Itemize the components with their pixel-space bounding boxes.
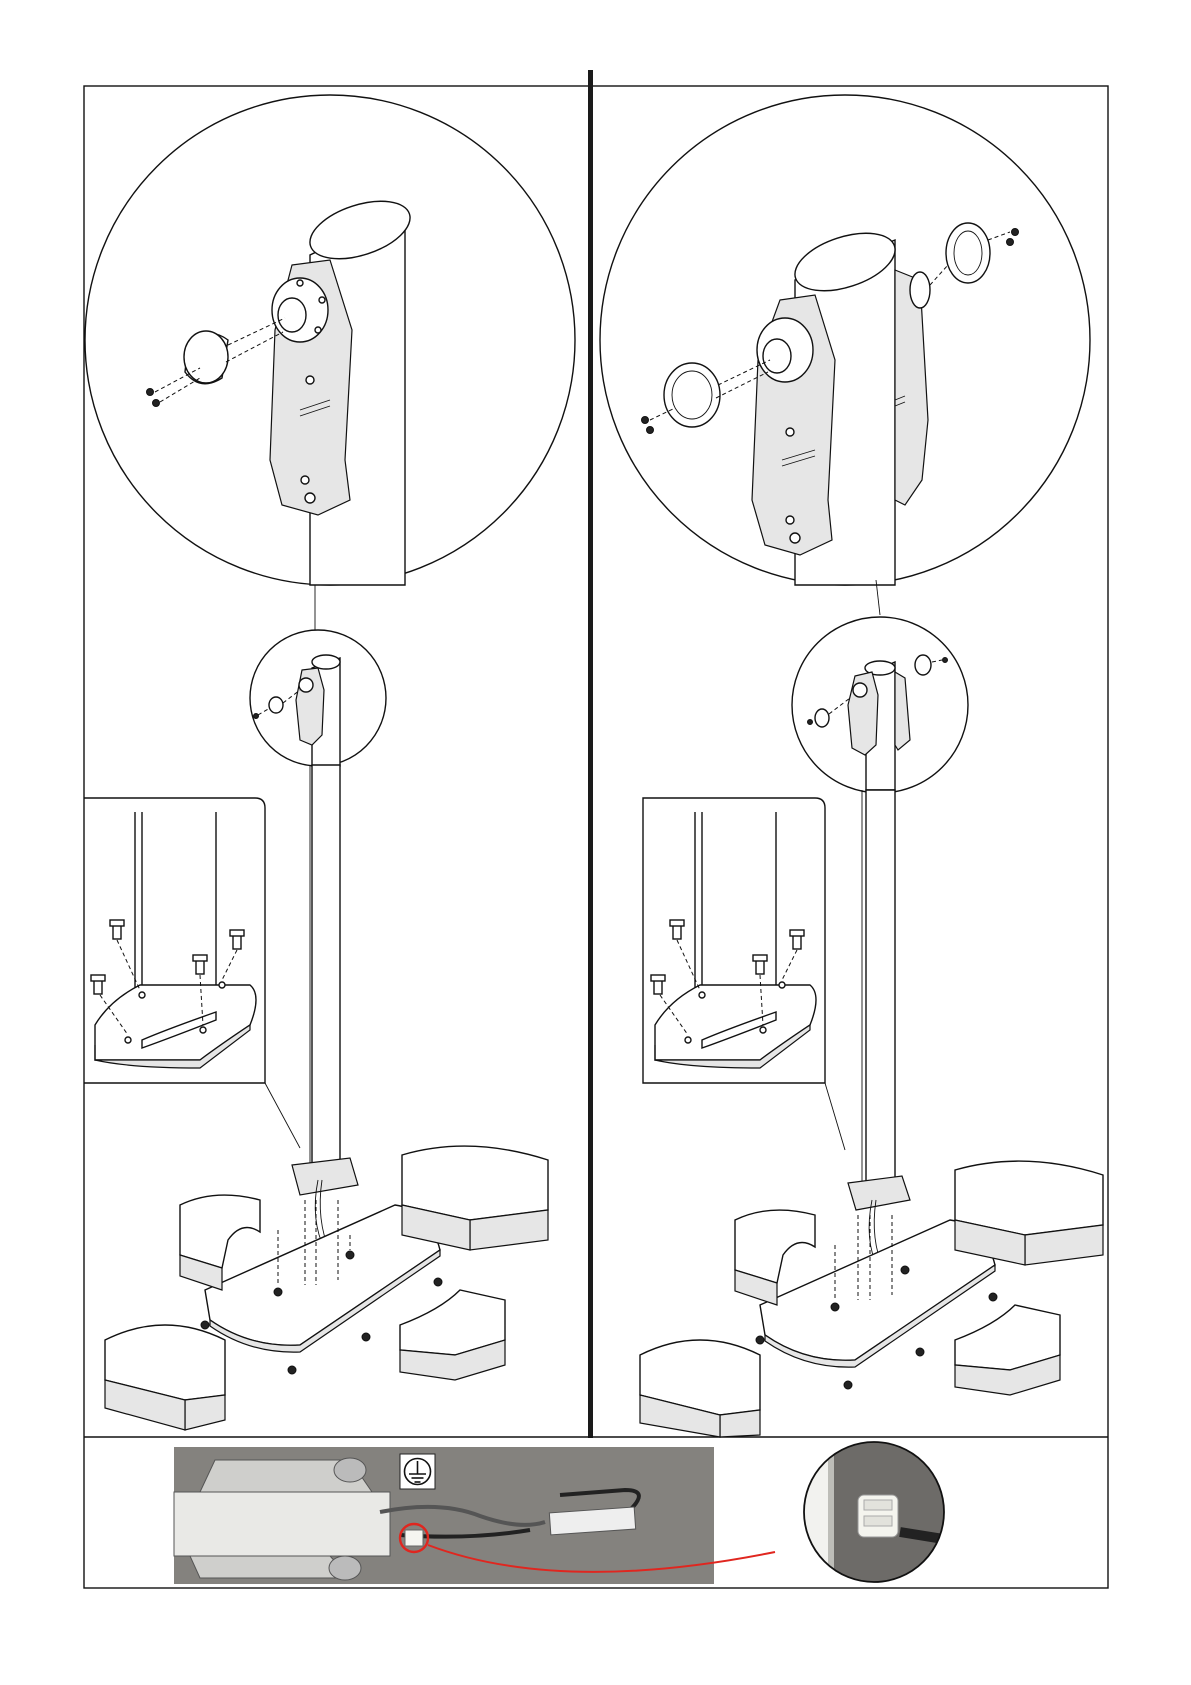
right-panel — [600, 95, 1103, 1437]
wiring-photo — [174, 1447, 775, 1584]
panel-divider — [588, 70, 593, 1438]
base-plate-detail-right — [651, 812, 816, 1068]
pole-head-detail-left — [147, 190, 418, 585]
pole-head-small-right — [808, 655, 948, 790]
terminal-zoom-circle — [800, 1440, 950, 1585]
pole-assembly-left — [105, 765, 548, 1430]
protective-earth-icon — [400, 1454, 435, 1489]
pole-head-detail-right — [642, 222, 1019, 585]
pole-assembly-right — [640, 790, 1103, 1437]
ring-right — [946, 223, 990, 283]
base-plate-detail-left — [91, 812, 256, 1068]
pole-head-small-left — [254, 655, 341, 766]
left-panel — [84, 95, 575, 1430]
